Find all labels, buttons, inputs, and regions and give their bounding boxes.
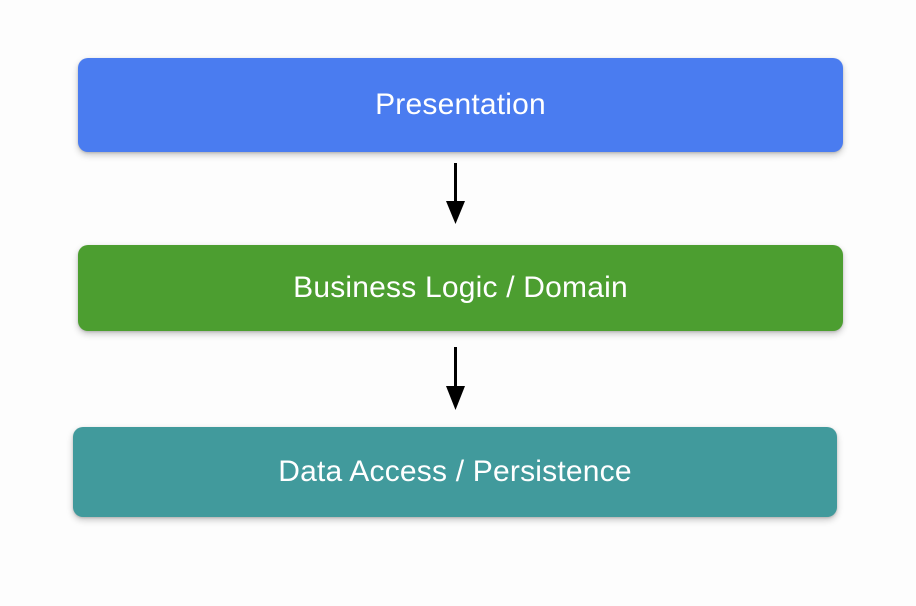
- node-presentation-label: Presentation: [375, 88, 546, 121]
- arrow-down-icon-presentation-to-business: [438, 163, 474, 225]
- node-data-access-label: Data Access / Persistence: [278, 455, 632, 488]
- node-presentation[interactable]: Presentation: [78, 58, 843, 152]
- node-business-logic-label: Business Logic / Domain: [293, 271, 628, 304]
- node-business-logic[interactable]: Business Logic / Domain: [78, 245, 843, 331]
- arrow-down-icon-business-to-data: [438, 347, 474, 411]
- node-data-access[interactable]: Data Access / Persistence: [73, 427, 837, 517]
